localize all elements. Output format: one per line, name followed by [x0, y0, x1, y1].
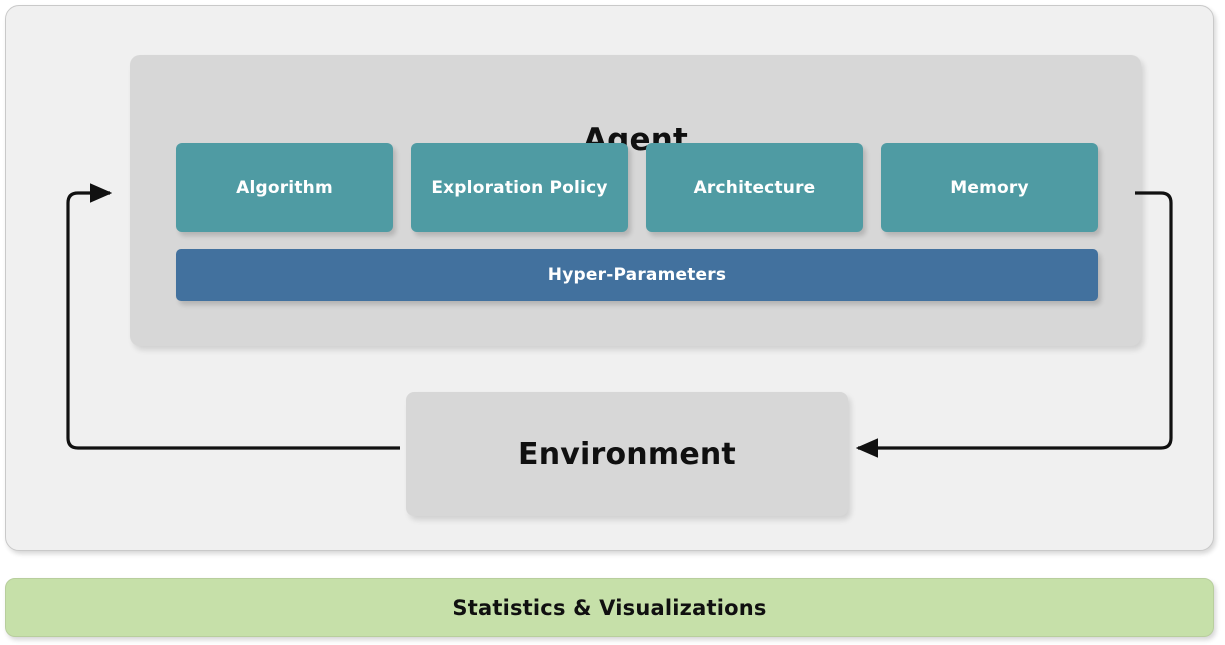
environment-container[interactable]: Environment: [406, 392, 848, 516]
system-panel: Agent Algorithm Exploration Policy Archi…: [5, 5, 1214, 551]
component-algorithm[interactable]: Algorithm: [176, 143, 393, 232]
hyper-parameters-label: Hyper-Parameters: [547, 265, 727, 285]
component-algorithm-label: Algorithm: [236, 177, 333, 198]
component-memory-label: Memory: [950, 177, 1029, 198]
hyper-parameters-bar[interactable]: Hyper-Parameters: [176, 249, 1098, 301]
component-memory[interactable]: Memory: [881, 143, 1098, 232]
agent-component-row: Algorithm Exploration Policy Architectur…: [176, 143, 1098, 232]
component-architecture[interactable]: Architecture: [646, 143, 863, 232]
environment-label: Environment: [518, 436, 736, 472]
statistics-banner[interactable]: Statistics & Visualizations: [5, 578, 1214, 637]
component-exploration-policy-label: Exploration Policy: [431, 177, 608, 198]
agent-container[interactable]: Agent Algorithm Exploration Policy Archi…: [130, 55, 1141, 346]
component-architecture-label: Architecture: [693, 177, 816, 198]
statistics-label: Statistics & Visualizations: [452, 595, 767, 620]
component-exploration-policy[interactable]: Exploration Policy: [411, 143, 628, 232]
